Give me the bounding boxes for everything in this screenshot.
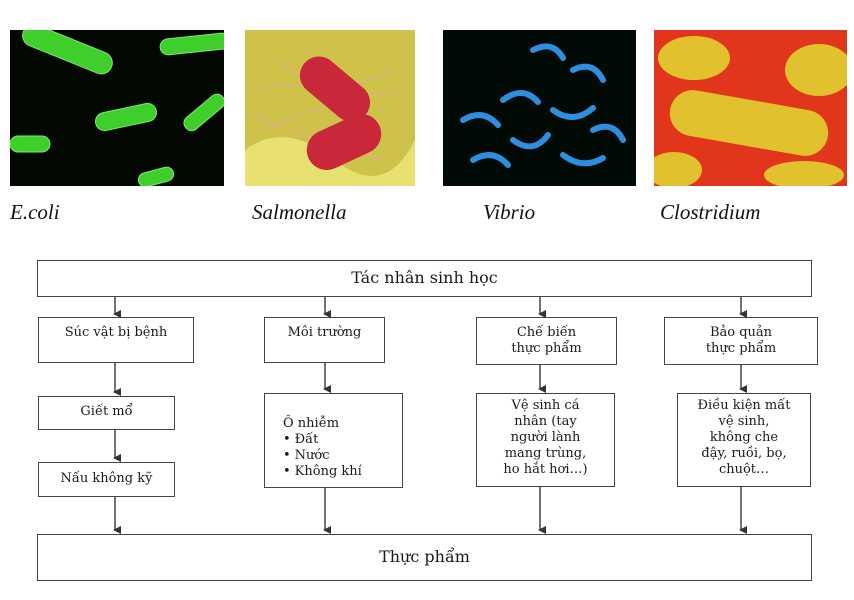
col1-step2-box: Nấu không kỹ [38, 462, 175, 497]
col4-detail-line2: vệ sinh, [718, 414, 770, 429]
clostridium-photo [654, 30, 847, 186]
col3-detail-line4: mang trùng, [504, 446, 587, 461]
col3-title-line1: Chế biến [516, 325, 577, 340]
col3-detail-line5: ho hắt hơi…) [503, 462, 588, 477]
clostridium-bacteria-icon [654, 30, 847, 186]
ecoli-bacteria-icon [10, 30, 224, 186]
col2-title-box: Môi trường [264, 317, 385, 363]
col2-title: Môi trường [287, 325, 362, 340]
col2-item-nuoc: Nước [283, 448, 402, 464]
col4-detail-line1: Điều kiện mất [697, 398, 791, 413]
salmonella-photo [245, 30, 415, 186]
col4-detail-box: Điều kiện mất vệ sinh, không che đậy, ru… [677, 393, 811, 487]
col4-detail-line3: không che [709, 430, 779, 445]
salmonella-bacteria-icon [245, 30, 415, 186]
col3-detail-line2: nhân (tay [514, 414, 577, 429]
col2-item-dat: Đất [283, 432, 402, 448]
caption-clostridium: Clostridium [660, 200, 761, 224]
col4-title-line1: Bảo quản [709, 325, 773, 340]
col3-title-box: Chế biến thực phẩm [476, 317, 617, 365]
ecoli-photo [10, 30, 224, 186]
col1-title-box: Súc vật bị bệnh [38, 317, 194, 363]
col4-title-box: Bảo quản thực phẩm [664, 317, 818, 365]
col1-step1: Giết mổ [80, 404, 133, 419]
vibrio-bacteria-icon [443, 30, 636, 186]
col4-detail-line5: chuột… [718, 462, 770, 477]
col2-detail-title: Ô nhiễm [283, 416, 340, 431]
col1-step2: Nấu không kỹ [60, 471, 153, 486]
bottom-box: Thực phẩm [37, 534, 812, 581]
col1-title: Súc vật bị bệnh [64, 325, 168, 340]
col4-detail-line4: đậy, ruồi, bọ, [701, 446, 787, 461]
bottom-label: Thực phẩm [379, 547, 470, 566]
col3-detail-line1: Vệ sinh cá [511, 398, 580, 413]
col1-step1-box: Giết mổ [38, 396, 175, 430]
root-box: Tác nhân sinh học [37, 260, 812, 297]
root-label: Tác nhân sinh học [351, 268, 498, 287]
vibrio-photo [443, 30, 636, 186]
caption-salmonella: Salmonella [252, 200, 347, 224]
caption-vibrio: Vibrio [483, 200, 536, 224]
col3-title-line2: thực phẩm [511, 341, 582, 356]
col2-item-khong-khi: Không khí [283, 464, 402, 480]
col4-title-line2: thực phẩm [705, 341, 777, 356]
caption-ecoli: E.coli [10, 200, 60, 224]
col3-detail-box: Vệ sinh cá nhân (tay người lành mang trù… [476, 393, 615, 487]
col3-detail-line3: người lành [510, 430, 581, 445]
col2-detail-box: Ô nhiễm Đất Nước Không khí [264, 393, 403, 488]
